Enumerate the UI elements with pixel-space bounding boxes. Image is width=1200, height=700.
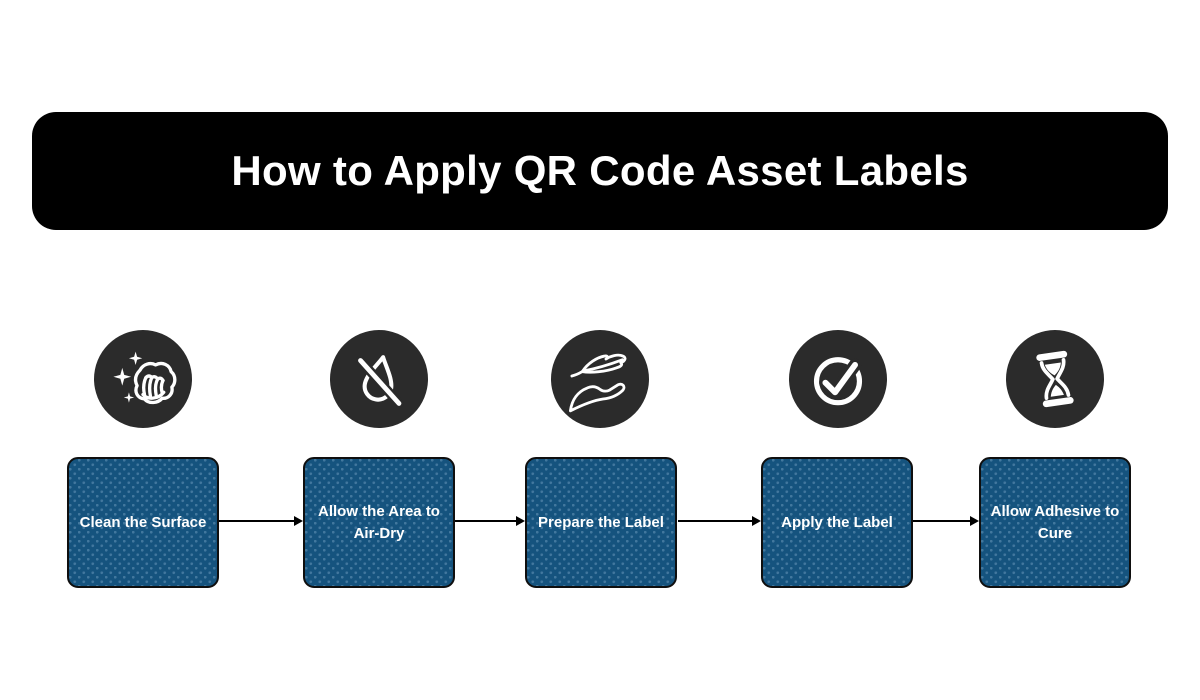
step-2-box: Allow the Area to Air-Dry: [303, 457, 455, 588]
step-3-icon-badge: [551, 330, 649, 428]
hourglass-icon: [1036, 350, 1074, 408]
no-water-drop-icon: [355, 355, 404, 409]
arrow-step1-to-step2: [219, 515, 303, 526]
step-4-label: Apply the Label: [781, 513, 893, 531]
arrow-step4-to-step5: [913, 515, 979, 526]
step-1-box: Clean the Surface: [67, 457, 219, 588]
page-title: How to Apply QR Code Asset Labels: [231, 147, 969, 194]
cleaning-wipe-sparkles-icon: [113, 351, 177, 405]
step-1-label: Clean the Surface: [79, 513, 207, 531]
step-1-icon-badge: [94, 330, 192, 428]
step-2-label: Allow the Area to Air-Dry: [318, 502, 440, 542]
arrow-step2-to-step3: [455, 515, 525, 526]
title-banner: How to Apply QR Code Asset Labels: [32, 112, 1168, 230]
step-5-label: Allow Adhesive to Cure: [990, 502, 1120, 542]
arrow-step3-to-step4: [678, 515, 761, 526]
step-2-icon-badge: [330, 330, 428, 428]
step-5-box: Allow Adhesive to Cure: [979, 457, 1131, 588]
step-3-box: Prepare the Label: [525, 457, 677, 588]
hand-holding-feather-icon: [568, 353, 627, 413]
check-circle-icon: [813, 357, 863, 406]
step-4-box: Apply the Label: [761, 457, 913, 588]
step-4-icon-badge: [789, 330, 887, 428]
step-3-label: Prepare the Label: [538, 513, 664, 531]
step-5-icon-badge: [1006, 330, 1104, 428]
